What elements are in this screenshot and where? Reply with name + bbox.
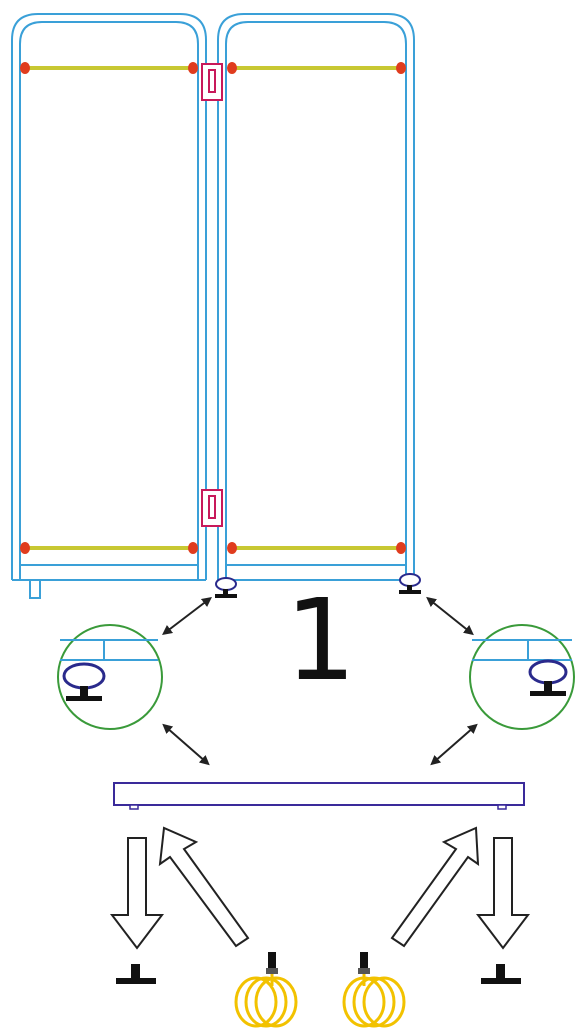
double-arrow-icon bbox=[162, 723, 210, 766]
top-rod-right bbox=[227, 62, 406, 74]
hinge-icon bbox=[201, 489, 223, 527]
foot-detail-left bbox=[57, 624, 163, 730]
hinge-icon bbox=[201, 63, 223, 101]
left-screen-panel bbox=[11, 13, 207, 599]
right-screen-panel bbox=[217, 13, 415, 581]
bottom-rod-right bbox=[227, 542, 406, 554]
diagonal-arrow-icon bbox=[390, 826, 480, 948]
leveling-foot-icon bbox=[399, 573, 421, 594]
diagonal-arrow-icon bbox=[158, 826, 250, 948]
double-arrow-icon bbox=[430, 723, 478, 766]
step-number: 1 bbox=[285, 576, 357, 706]
leveling-foot-icon bbox=[116, 964, 156, 984]
bottom-rod-left bbox=[20, 542, 198, 554]
cable-coil-icon bbox=[342, 952, 406, 1028]
down-arrow-icon bbox=[109, 837, 165, 950]
leveling-foot-icon bbox=[215, 577, 237, 598]
leveling-foot-icon bbox=[481, 964, 521, 984]
top-rod-left bbox=[20, 62, 198, 74]
foot-detail-right bbox=[469, 624, 575, 730]
double-arrow-icon bbox=[162, 596, 212, 636]
double-arrow-icon bbox=[426, 596, 474, 636]
base-bar bbox=[113, 782, 525, 810]
down-arrow-icon bbox=[475, 837, 531, 950]
cable-coil-icon bbox=[234, 952, 298, 1028]
